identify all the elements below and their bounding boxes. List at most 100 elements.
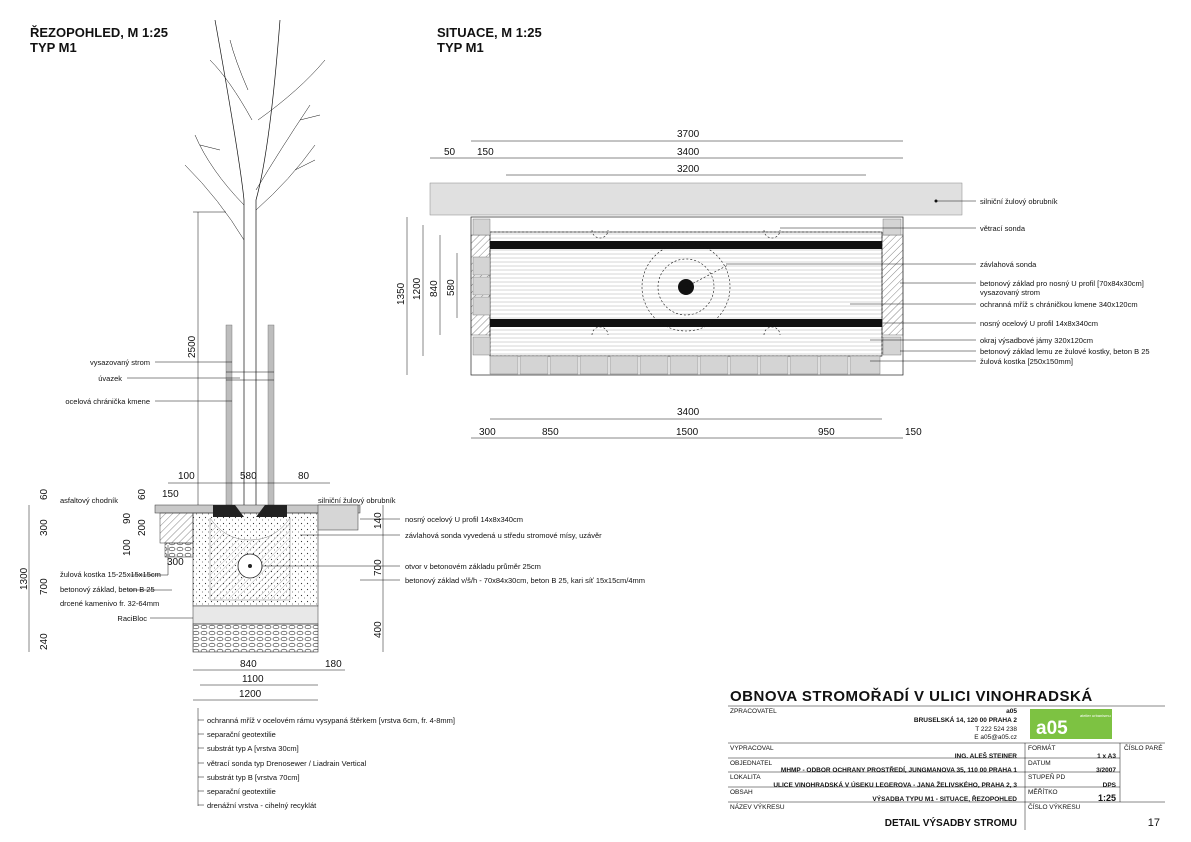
plan-label-pit-edge: okraj výsadbové jámy 320x120cm [980,336,1093,345]
nazev-label: NÁZEV VÝKRESU [730,802,785,811]
layer-1: ochranná mříž v ocelovém rámu vysypaná š… [207,716,455,725]
dim-240: 240 [39,633,50,650]
section-labels-right: nosný ocelový U profil 14x8x340cm závlah… [262,515,645,585]
section-callouts-top: vysazovaný strom úvazek ocelová chráničk… [65,358,240,406]
plan-label-curb: silniční žulový obrubník [980,197,1058,206]
plan-label-irrigation: závlahová sonda [980,260,1037,269]
firm-address: BRUSELSKÁ 14, 120 00 PRAHA 2 [914,715,1017,724]
logo-small-text: atelier urbanismu [1080,713,1111,718]
dim-60b: 60 [137,488,148,500]
plan-dim-150b: 150 [905,427,922,438]
firm-email: E a05@a05.cz [974,734,1017,741]
meritko-label: MĚŘÍTKO [1028,787,1058,796]
format-value: 1 x A3 [1097,753,1116,760]
plan-dim-1500: 1500 [676,427,699,438]
label-asphalt: asfaltový chodník [60,496,118,505]
plan-dim-950: 950 [818,427,835,438]
dim-300b: 300 [167,557,184,568]
cislo-vykresu-label: ČÍSLO VÝKRESU [1028,802,1081,811]
plan-dim-3700: 3700 [677,129,700,140]
dim-2500: 2500 [187,335,198,358]
obsah-value: VÝSADBA TYPU M1 - SITUACE, ŘEZOPOHLED [872,794,1017,803]
dim-80: 80 [298,471,310,482]
section-labels-left: asfaltový chodník žulová kostka 15-25x15… [60,496,396,623]
vypracoval-value: ING. ALEŠ STEINER [955,751,1018,760]
dim-1200: 1200 [239,689,262,700]
obsah-label: OBSAH [730,789,753,796]
dim-1300: 1300 [19,567,30,590]
a05-logo [1030,709,1112,739]
dim-840: 840 [240,659,257,670]
label-opening: otvor v betonovém základu průměr 25cm [405,562,541,571]
objednatel-value: MHMP - ODBOR OCHRANY PROSTŘEDÍ, JUNGMANO… [781,765,1017,774]
plan-labels: silniční žulový obrubník větrací sonda z… [726,197,1150,366]
plan-dim-840: 840 [429,280,440,297]
stupen-label: STUPEŇ PD [1028,772,1066,781]
project-title: OBNOVA STROMOŘADÍ V ULICI VINOHRADSKÁ [730,687,1093,705]
label-granite-sett: žulová kostka 15-25x15x15cm [60,570,161,579]
callout-tie: úvazek [98,374,122,383]
plan-label-u-profile: nosný ocelový U profil 14x8x340cm [980,319,1098,328]
layer-5: substrát typ B [vrstva 70cm] [207,773,300,782]
plan-dim-3400: 3400 [677,147,700,158]
plan-dim-1200: 1200 [412,277,423,300]
plan-label-sett-base: betonový základ lemu ze žulové kostky, b… [980,347,1150,356]
label-concrete-base: betonový základ, beton B 25 [60,585,155,594]
format-label: FORMÁT [1028,743,1055,752]
label-curb: silniční žulový obrubník [318,496,396,505]
plan-dim-850: 850 [542,427,559,438]
plan-title: SITUACE, M 1:25 [437,25,542,40]
layer-3: substrát typ A [vrstva 30cm] [207,744,299,753]
layer-2: separační geotextilie [207,730,276,739]
lokalita-label: LOKALITA [730,774,761,781]
cislo-vykresu-value: 17 [1148,817,1160,829]
dim-400: 400 [373,621,384,638]
plan-dim-50: 50 [444,147,456,158]
plan-subtitle: TYP M1 [437,40,484,55]
dim-100b: 100 [122,539,133,556]
dim-1100: 1100 [242,674,264,685]
label-u-profile: nosný ocelový U profil 14x8x340cm [405,515,523,524]
plan-dim-3400b: 3400 [677,407,700,418]
label-irrigation: závlahová sonda vyvedená u středu stromo… [405,531,602,540]
label-crushed-stone: drcené kamenivo fr. 32-64mm [60,599,159,608]
datum-label: DATUM [1028,760,1051,767]
label-concrete-foundation: betonový základ v/š/h - 70x84x30cm, beto… [405,576,645,585]
plan-drawing [429,182,963,376]
section-subtitle: TYP M1 [30,40,77,55]
dim-700b: 700 [373,559,384,576]
firm-phone: T 222 524 238 [975,726,1017,733]
vypracoval-label: VYPRACOVAL [730,745,774,752]
label-racibloc: RaciBloc [117,614,147,623]
dim-580: 580 [240,471,257,482]
layer-7: drenážní vrstva - cihelný recyklát [207,801,317,810]
layers-legend: ochranná mříž v ocelovém rámu vysypaná š… [197,708,455,810]
dim-300a: 300 [39,519,50,536]
plan-label-sett: žulová kostka [250x150mm] [980,357,1073,366]
dim-90: 90 [122,512,133,524]
dim-140: 140 [373,512,384,529]
dim-700a: 700 [39,578,50,595]
plan-dimensions: 3700 50 150 3400 3200 1350 1200 840 580 … [396,129,922,439]
section-dimensions: 2500 100 580 80 60 60 150 300 90 200 100… [19,211,384,701]
nazev-value: DETAIL VÝSADBY STROMU [885,816,1017,829]
dim-60a: 60 [39,488,50,500]
lokalita-value: ULICE VINOHRADSKÁ V ÚSEKU LEGEROVA - JAN… [773,780,1017,789]
plan-dim-300: 300 [479,427,496,438]
layer-6: separační geotextilie [207,787,276,796]
dim-100: 100 [178,471,195,482]
section-pit [154,504,361,653]
dim-180: 180 [325,659,342,670]
plan-dim-3200: 3200 [677,164,700,175]
plan-label-tree: vysazovaný strom [980,288,1040,297]
dim-150: 150 [162,489,179,500]
cislo-pare-label: ČÍSLO PARÉ [1124,743,1163,752]
firm-name: a05 [1006,708,1017,715]
tree-drawing [184,19,326,505]
section-title: ŘEZOPOHLED, M 1:25 [30,25,168,40]
title-block: OBNOVA STROMOŘADÍ V ULICI VINOHRADSKÁ ZP… [728,687,1165,830]
plan-label-vent: větrací sonda [980,224,1026,233]
zpracovatel-label: ZPRACOVATEL [730,708,777,715]
meritko-value: 1:25 [1098,793,1116,803]
